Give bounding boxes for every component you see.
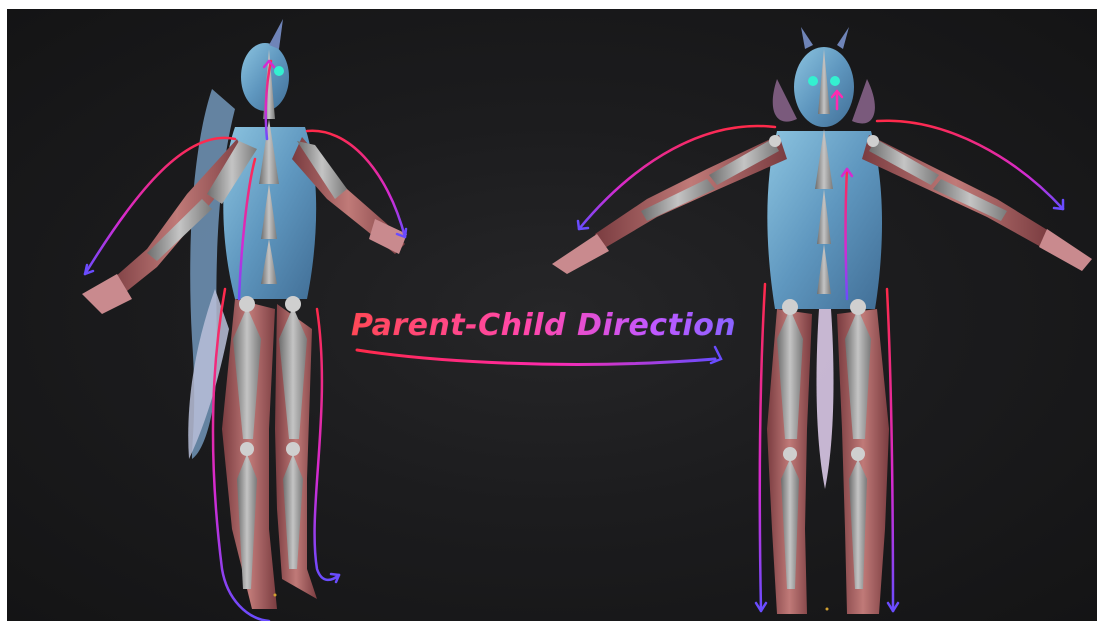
left-arrow-leg-b — [315, 309, 339, 580]
caption-arrow — [357, 347, 721, 364]
right-horn-l — [801, 27, 813, 49]
viewport: Parent-Child Direction — [7, 9, 1097, 621]
left-eye — [274, 66, 284, 76]
left-horn — [269, 19, 283, 49]
caption-underline — [357, 350, 715, 364]
right-eye-r — [830, 76, 840, 86]
right-arrow-spine — [846, 169, 848, 299]
right-arrow-leg-l — [760, 284, 765, 611]
right-hand-r — [1039, 229, 1092, 271]
right-hand-l — [552, 234, 609, 274]
caption-title: Parent-Child Direction — [351, 308, 751, 348]
right-eye-l — [808, 76, 818, 86]
right-horn-r — [837, 27, 849, 49]
right-tail — [817, 309, 834, 489]
right-arrow-arm-l — [579, 126, 775, 229]
